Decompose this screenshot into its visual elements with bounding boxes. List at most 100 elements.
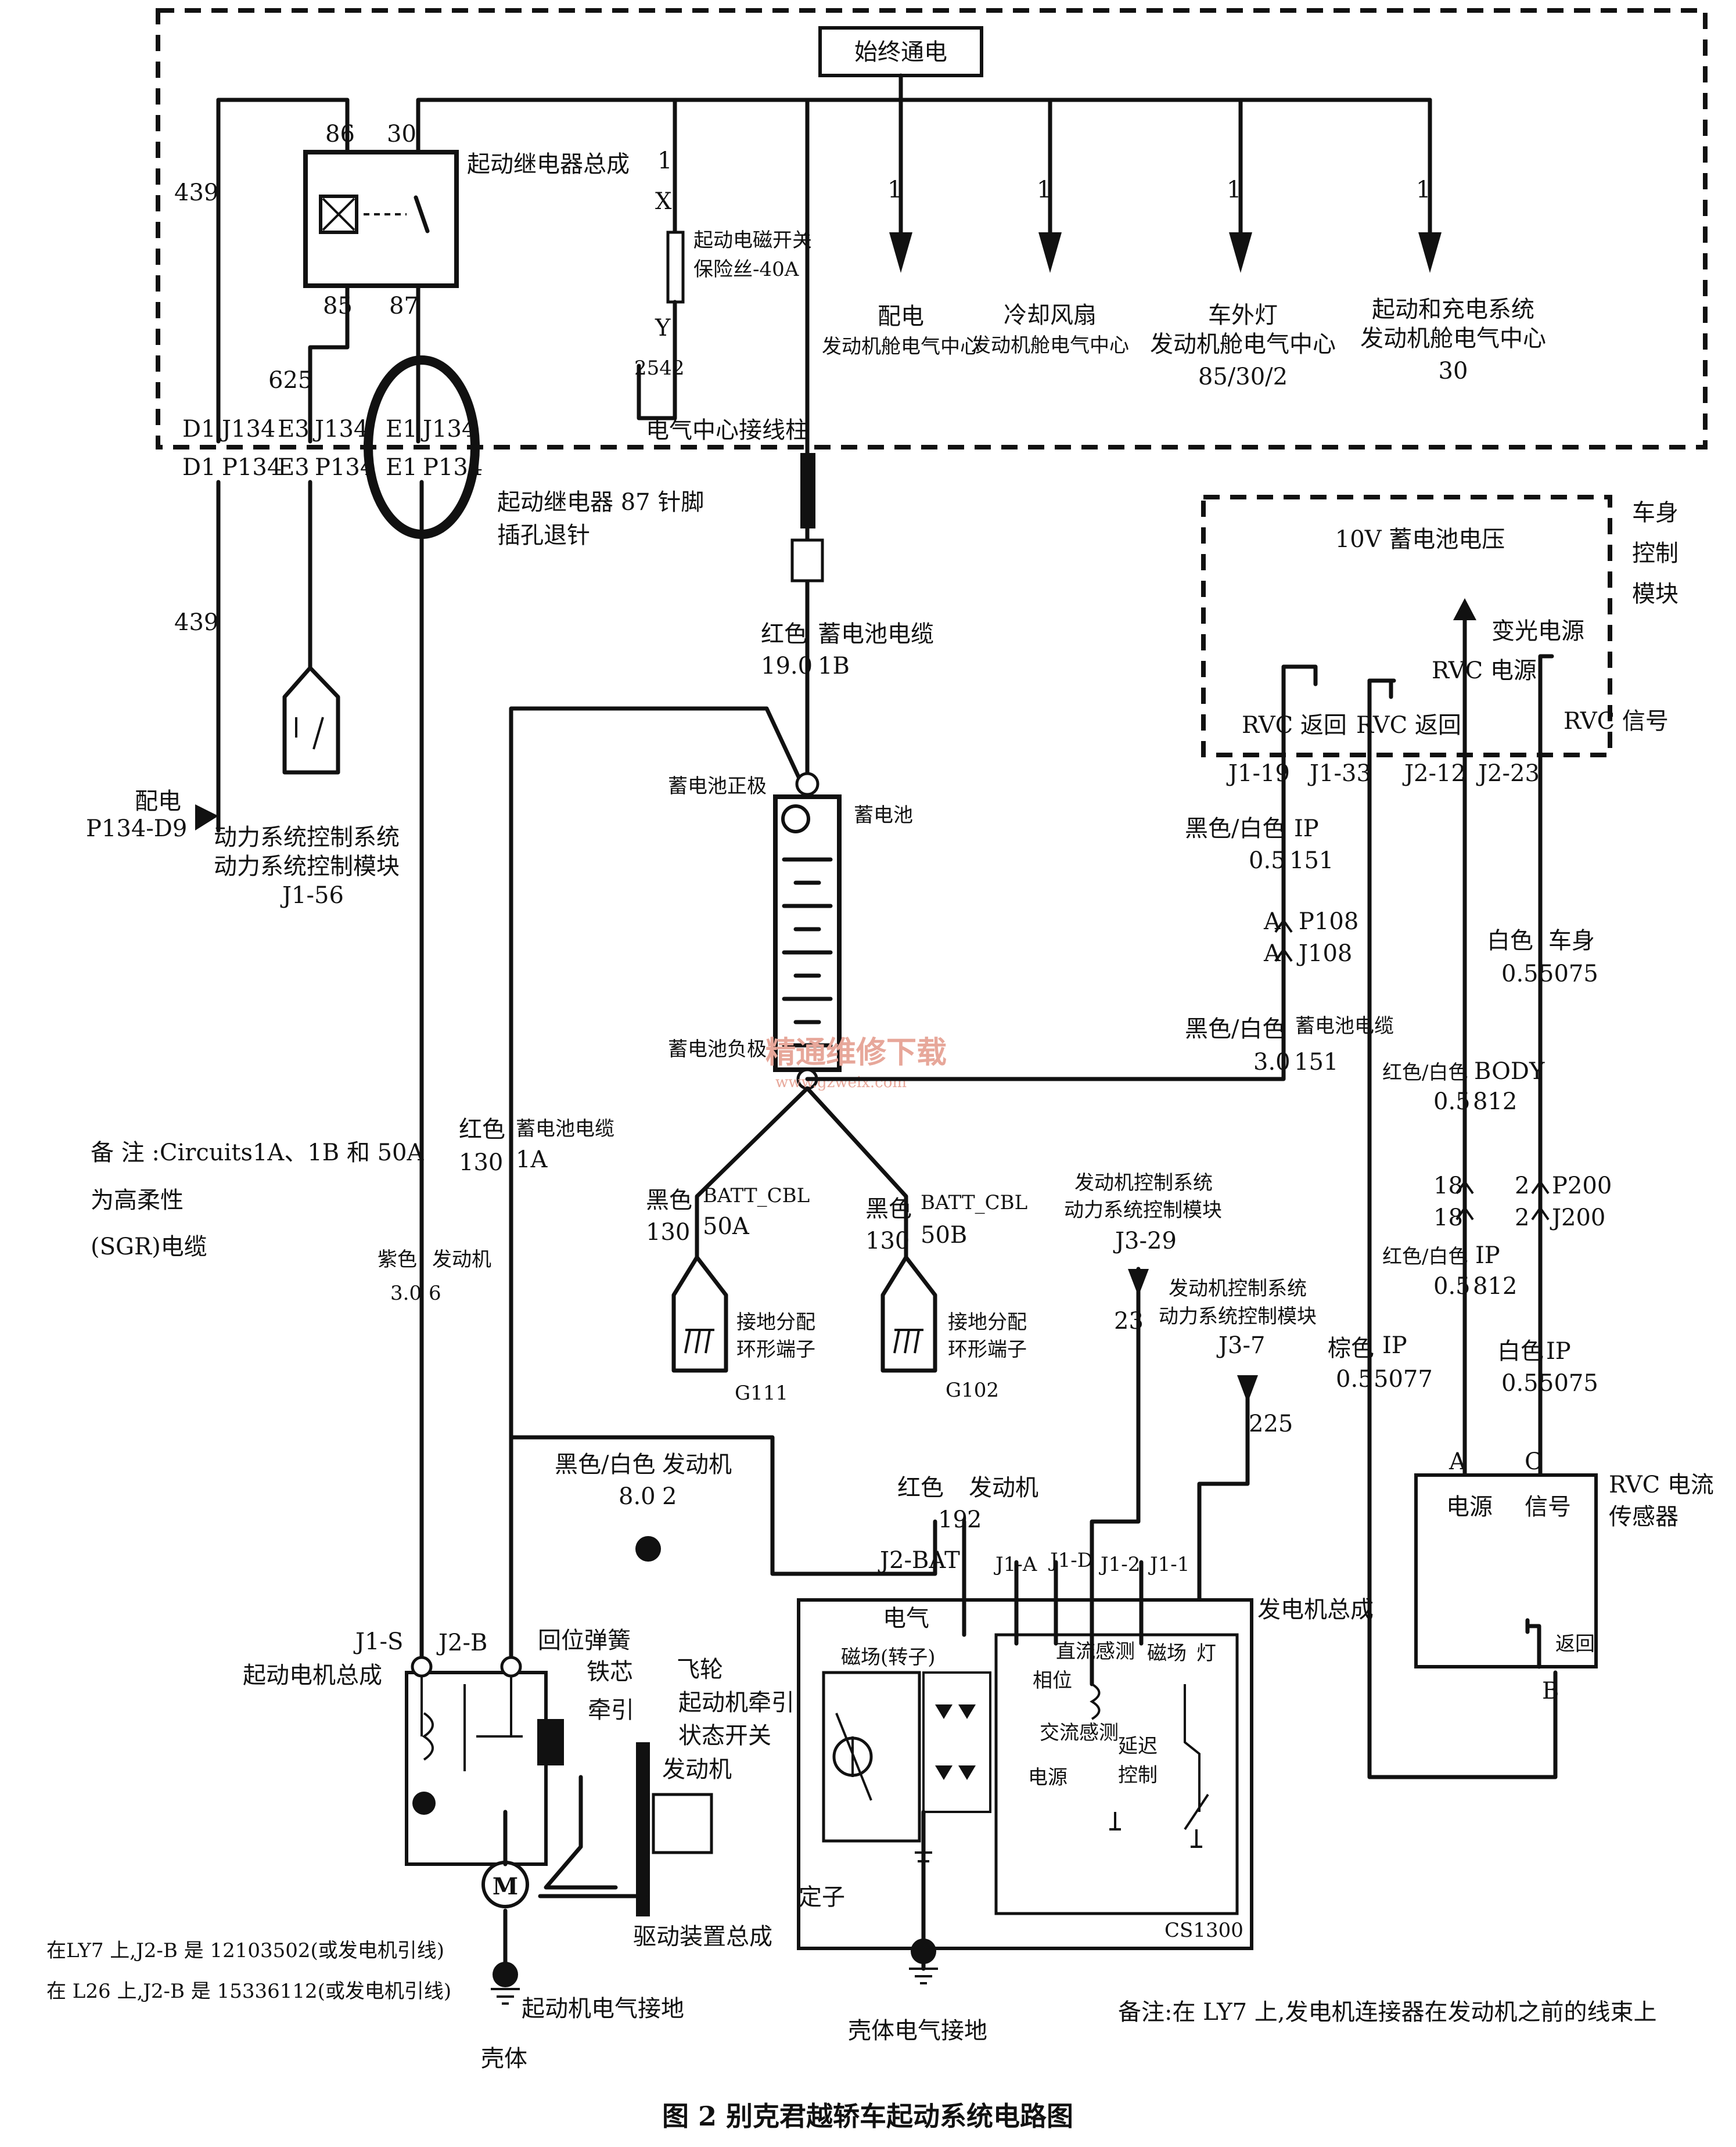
battery-red-cable: 蓄电池电缆: [818, 621, 934, 648]
st-status1: 起动机牵引: [678, 1689, 795, 1716]
iron-core: [537, 1719, 564, 1765]
ecm2p: J3-7: [1216, 1332, 1265, 1359]
mr-a1: A: [1263, 908, 1281, 935]
pcm-internal: [295, 717, 324, 750]
alt-red: 红色: [897, 1475, 944, 1501]
w625: 625: [268, 367, 312, 394]
lamp-transistor: [1184, 1684, 1209, 1830]
mr-c5075b: 5075: [1539, 1370, 1598, 1397]
starter-assembly[interactable]: [405, 1671, 548, 1866]
pcm-2: 动力系统控制模块: [214, 853, 400, 880]
g111-c4: 50A: [703, 1213, 750, 1240]
st-ly7: 在LY7 上,J2-B 是 12103502(或发电机引线): [46, 1939, 444, 1962]
mr-n05-812: 0.5: [1433, 1088, 1471, 1115]
w2542-label: 2542: [634, 357, 685, 380]
purple-num: 3.0: [390, 1282, 422, 1305]
j134-c: J134: [420, 416, 476, 443]
st-drive: 驱动装置总成: [633, 1923, 772, 1950]
dim-power-arrow: [1453, 598, 1476, 620]
st-shell: 壳体: [481, 2045, 527, 2072]
distribution-arrow: [195, 804, 218, 830]
mr-white1: 白色: [1487, 927, 1533, 954]
mr-n18b: 18: [1433, 1204, 1463, 1231]
battery-circuit: 1B: [818, 653, 850, 679]
rotor-stator-symbol: [822, 1671, 921, 1843]
ground-g111: [671, 1255, 728, 1373]
mr-n05-5075: 0.5: [1501, 961, 1539, 987]
g102-t2: 环形端子: [948, 1338, 1027, 1361]
branch3-l2: 发动机舱电气中心: [1150, 331, 1336, 358]
mr-brown: 棕色: [1328, 1335, 1374, 1362]
mr-rw2: 红色/白色: [1382, 1245, 1468, 1268]
relay-title: 起动继电器总成: [467, 151, 630, 178]
mr-c812b: 812: [1473, 1273, 1517, 1300]
d1-bot: D1: [182, 454, 216, 481]
conn-18: [1455, 1179, 1474, 1221]
g111-id: G111: [735, 1382, 788, 1405]
branch2-l2: 发动机舱电气中心: [971, 334, 1129, 357]
fuse-name-2: 保险丝-40A: [693, 258, 799, 281]
mr-c151b: 151: [1294, 1049, 1338, 1076]
bcm-pin-2: J1-33: [1307, 760, 1371, 787]
j1-pins: [1014, 1560, 1144, 1686]
mr-n05-5077: 0.5: [1336, 1366, 1373, 1393]
power-distribution-box: [156, 8, 1708, 449]
linkage: [544, 1775, 618, 1890]
pcm-pin: J1-56: [280, 882, 344, 909]
engine-ground-stud: [635, 1536, 661, 1562]
sensor-power: 电源: [1446, 1494, 1493, 1520]
peidian-pin: P134-D9: [86, 815, 187, 842]
alt-note: 备注:在 LY7 上,发电机连接器在发动机之前的线束上: [1118, 1999, 1656, 2026]
bcm-pin-1: J1-19: [1226, 760, 1290, 787]
cable-1a: [509, 706, 810, 1662]
st-engine2: 发动机: [662, 1756, 732, 1783]
red-1a: 1A: [516, 1146, 548, 1173]
battery-pos-terminal: [795, 772, 820, 796]
bcm-title1: 车身: [1632, 499, 1679, 526]
mr-n05-151: 0.5: [1249, 847, 1286, 874]
st-title: 起动电机总成: [243, 1662, 382, 1689]
st-bw: 黑色/白色: [555, 1451, 655, 1478]
mr-n05-5075b: 0.5: [1501, 1370, 1539, 1397]
st-gnd: 起动机电气接地: [522, 1995, 684, 2022]
j134-b: J134: [312, 416, 368, 443]
negative-cables: [695, 1086, 908, 1260]
sensor-signal: 信号: [1525, 1494, 1571, 1520]
always-on-label: 始终通电: [854, 39, 947, 66]
fuse-y-label: Y: [655, 315, 671, 341]
ecm2b: 动力系统控制模块: [1159, 1305, 1317, 1328]
p134-a: P134: [222, 454, 282, 481]
fuse-1-label: 1: [657, 148, 672, 174]
watermark: 精通维修下载: [765, 1035, 947, 1070]
alt-ac: 交流感测: [1040, 1721, 1119, 1745]
ecm2n: 225: [1249, 1411, 1293, 1437]
st-core: 铁芯: [587, 1659, 633, 1685]
pcm-1: 动力系统控制系统: [214, 824, 400, 851]
peidian: 配电: [135, 788, 181, 815]
alt-stator: 定子: [799, 1884, 845, 1911]
alt-engine: 发动机: [969, 1475, 1038, 1501]
pcm-connector: [282, 666, 340, 775]
wire-ecm-23: [1090, 1267, 1141, 1565]
branch-start-charge: [1418, 98, 1442, 273]
battery-cells: [782, 857, 833, 1048]
purple-6: 6: [429, 1282, 441, 1305]
alt-dc2: 相位: [1033, 1669, 1072, 1692]
alt-j2bat: J2-BAT: [878, 1547, 960, 1574]
ecm1p: J3-29: [1113, 1228, 1177, 1254]
regulator: [994, 1633, 1239, 1915]
st-n2: 2: [662, 1483, 677, 1510]
mr-j200: J200: [1550, 1204, 1605, 1231]
alt-field: 磁场(转子): [841, 1646, 936, 1669]
bcm-pin-4: J2-23: [1476, 760, 1540, 787]
wire-ecm-225: [1197, 1380, 1250, 1625]
alt-title: 发电机总成: [1257, 1596, 1374, 1623]
watermark-url: www.gzweix.com: [775, 1074, 907, 1091]
alt-n19: 19: [938, 1506, 968, 1533]
lamp-ground: [1191, 1829, 1202, 1848]
g102-c1: 黑色: [865, 1196, 912, 1222]
alt-model: CS1300: [1164, 1919, 1243, 1942]
branch4-num: 1: [1416, 177, 1431, 203]
ecm1b: 动力系统控制模块: [1064, 1199, 1222, 1222]
alt-ground-symbol: [909, 1968, 938, 1984]
